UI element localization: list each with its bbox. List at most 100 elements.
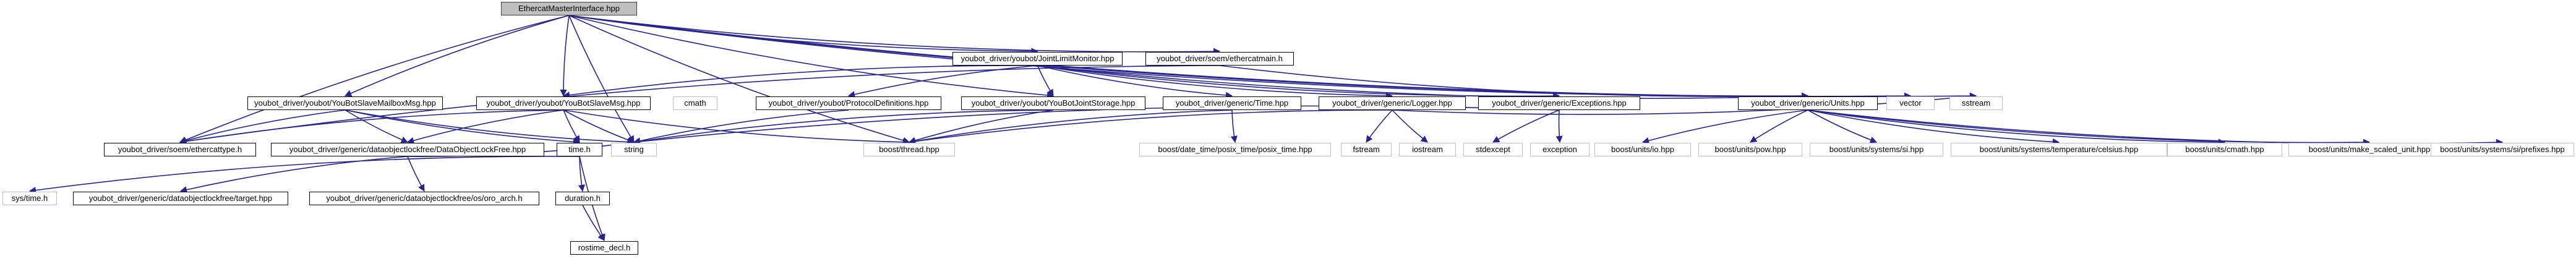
graph-node-rostimedecl[interactable]: rostime_decl.h (570, 241, 638, 255)
graph-edge-protocoldefs-to-string (633, 109, 849, 145)
graph-edge-loggerhpp-to-iostream (1392, 109, 1428, 143)
graph-node-boostthread[interactable]: boost/thread.hpp (863, 143, 955, 156)
graph-edge-jointstorage-to-boostthread (908, 109, 1054, 144)
graph-node-label: stdexcept (1476, 145, 1510, 154)
graph-edge-unitshpp-to-unitscmath (1807, 109, 2226, 146)
graph-node-unitsio[interactable]: boost/units/io.hpp (1594, 143, 1691, 156)
graph-node-string[interactable]: string (611, 143, 657, 156)
graph-edge-slavemsg-to-boostthread (563, 109, 910, 146)
graph-edge-mailboxmsg-to-string (344, 109, 635, 146)
graph-node-label: duration.h (565, 194, 601, 203)
graph-node-root[interactable]: EthercatMasterInterface.hpp (501, 2, 637, 15)
graph-node-label: youbot_driver/generic/Logger.hpp (1332, 98, 1452, 108)
graph-edge-unitshpp-to-unitscelsius (1807, 109, 2060, 146)
graph-edge-timeh-to-systime (28, 156, 580, 194)
graph-node-jointstorage[interactable]: youbot_driver/youbot/YouBotJointStorage.… (961, 96, 1145, 110)
graph-node-unitssi[interactable]: boost/units/systems/si.hpp (1810, 143, 1943, 156)
graph-node-cmath[interactable]: cmath (673, 96, 717, 110)
graph-node-sstream[interactable]: sstream (1949, 96, 2003, 110)
graph-node-label: boost/units/io.hpp (1611, 145, 1674, 154)
graph-node-label: iostream (1412, 145, 1443, 154)
graph-node-iostream[interactable]: iostream (1399, 143, 1456, 156)
graph-edge-loggerhpp-to-boostthread (908, 109, 1393, 145)
graph-edge-ethercatmain-to-unitshpp (1219, 65, 1809, 100)
graph-edge-mailboxmsg-to-ethercattype (179, 109, 346, 144)
graph-node-ethercattype[interactable]: youbot_driver/soem/ethercattype.h (104, 143, 256, 156)
graph-node-dataobjectlf[interactable]: youbot_driver/generic/dataobjectlockfree… (271, 143, 544, 156)
graph-node-unitsscaled[interactable]: boost/units/make_scaled_unit.hpp (2288, 143, 2450, 156)
graph-node-timeh[interactable]: time.h (557, 143, 602, 156)
graph-edge-unitshpp-to-unitsio (1641, 109, 1808, 144)
graph-node-label: youbot_driver/youbot/JointLimitMonitor.h… (961, 54, 1115, 63)
graph-node-label: string (624, 145, 644, 154)
graph-node-label: youbot_driver/generic/Time.hpp (1175, 98, 1289, 108)
graph-node-systime[interactable]: sys/time.h (2, 192, 57, 205)
graph-node-fstream[interactable]: fstream (1341, 143, 1392, 156)
graph-edge-root-to-mailboxmsg (344, 15, 570, 97)
graph-edge-timeh-to-durationh (578, 156, 585, 192)
graph-node-targethpp[interactable]: youbot_driver/generic/dataobjectlockfree… (73, 192, 288, 205)
graph-node-unitspow[interactable]: boost/units/pow.hpp (1698, 143, 1802, 156)
graph-edge-jointlimit-to-unitshpp (1037, 65, 1809, 100)
graph-node-unitscmath[interactable]: boost/units/cmath.hpp (2167, 143, 2282, 156)
graph-node-label: boost/thread.hpp (879, 145, 939, 154)
graph-node-label: rostime_decl.h (578, 243, 631, 252)
graph-edge-dataobjectlf-to-oroarch (407, 156, 425, 192)
graph-edge-root-to-jointlimit (568, 15, 1038, 55)
graph-node-unitscelsius[interactable]: boost/units/systems/temperature/celsius.… (1951, 143, 2167, 156)
graph-node-label: time.h (568, 145, 591, 154)
graph-node-oroarch[interactable]: youbot_driver/generic/dataobjectlockfree… (309, 192, 539, 205)
graph-edge-root-to-boostthread (568, 15, 910, 144)
graph-edge-jointlimit-to-protocoldefs (847, 65, 1038, 98)
graph-node-label: youbot_driver/generic/Exceptions.hpp (1492, 98, 1627, 108)
graph-node-mailboxmsg[interactable]: youbot_driver/youbot/YouBotSlaveMailboxM… (247, 96, 443, 110)
graph-node-exceptionshpp[interactable]: youbot_driver/generic/Exceptions.hpp (1478, 96, 1640, 110)
graph-node-label: youbot_driver/youbot/YouBotSlaveMsg.hpp (486, 98, 641, 108)
graph-node-posixtime[interactable]: boost/date_time/posix_time/posix_time.hp… (1139, 143, 1331, 156)
graph-edge-timehpp-to-posixtime (1230, 109, 1238, 143)
graph-node-exception[interactable]: exception (1530, 143, 1590, 156)
graph-edge-slavemsg-to-ethercattype (179, 109, 564, 145)
graph-node-label: youbot_driver/soem/ethercatmain.h (1157, 54, 1283, 63)
graph-edge-exceptionshpp-to-string (633, 105, 1560, 145)
graph-node-timehpp[interactable]: youbot_driver/generic/Time.hpp (1163, 96, 1301, 110)
graph-node-label: vector (1899, 98, 1922, 108)
graph-node-label: youbot_driver/youbot/ProtocolDefinitions… (768, 98, 929, 108)
graph-edge-exceptionshpp-to-stdexcept (1492, 109, 1560, 143)
graph-edge-jointstorage-to-string (633, 109, 1054, 145)
graph-node-label: boost/units/pow.hpp (1714, 145, 1786, 154)
graph-node-durationh[interactable]: duration.h (555, 192, 610, 205)
graph-edge-jointlimit-to-slavemsg (562, 65, 1038, 99)
graph-edge-slavemsg-to-string (563, 109, 635, 143)
graph-edge-unitshpp-to-unitspow (1750, 109, 1808, 143)
graph-edge-root-to-slavemsg (560, 15, 570, 97)
graph-node-unitshpp[interactable]: youbot_driver/generic/Units.hpp (1738, 96, 1878, 110)
graph-node-unitsprefixes[interactable]: boost/units/systems/si/prefixes.hpp (2431, 143, 2574, 156)
graph-edge-timehpp-to-boostthread (908, 109, 1233, 145)
graph-node-jointlimit[interactable]: youbot_driver/youbot/JointLimitMonitor.h… (952, 52, 1123, 66)
graph-node-label: youbot_driver/generic/Units.hpp (1751, 98, 1865, 108)
graph-edge-exceptionshpp-to-exception (1555, 109, 1563, 143)
graph-node-label: boost/units/systems/temperature/celsius.… (1979, 145, 2139, 154)
graph-node-ethercatmain[interactable]: youbot_driver/soem/ethercatmain.h (1145, 52, 1294, 66)
graph-node-label: sstream (1961, 98, 1991, 108)
graph-edge-unitshpp-to-unitsprefixes (1807, 109, 2504, 146)
graph-node-label: boost/units/systems/si/prefixes.hpp (2440, 145, 2565, 154)
graph-node-label: youbot_driver/generic/dataobjectlockfree… (326, 194, 523, 203)
graph-node-label: youbot_driver/youbot/YouBotSlaveMailboxM… (254, 98, 436, 108)
graph-node-vector[interactable]: vector (1886, 96, 1935, 110)
graph-node-loggerhpp[interactable]: youbot_driver/generic/Logger.hpp (1319, 96, 1466, 110)
graph-edge-root-to-ethercatmain (568, 15, 1221, 55)
graph-edge-unitshpp-to-unitssi (1807, 109, 1878, 143)
graph-node-stdexcept[interactable]: stdexcept (1463, 143, 1523, 156)
graph-node-label: boost/units/cmath.hpp (2185, 145, 2264, 154)
graph-node-protocoldefs[interactable]: youbot_driver/youbot/ProtocolDefinitions… (756, 96, 941, 110)
graph-node-label: boost/date_time/posix_time/posix_time.hp… (1158, 145, 1312, 154)
graph-edge-durationh-to-rostimedecl (582, 205, 605, 241)
graph-node-label: boost/units/make_scaled_unit.hpp (2308, 145, 2431, 154)
graph-node-slavemsg[interactable]: youbot_driver/youbot/YouBotSlaveMsg.hpp (476, 96, 651, 110)
graph-edge-dataobjectlf-to-targethpp (179, 156, 408, 194)
graph-edge-slavemsg-to-timeh (563, 109, 580, 143)
